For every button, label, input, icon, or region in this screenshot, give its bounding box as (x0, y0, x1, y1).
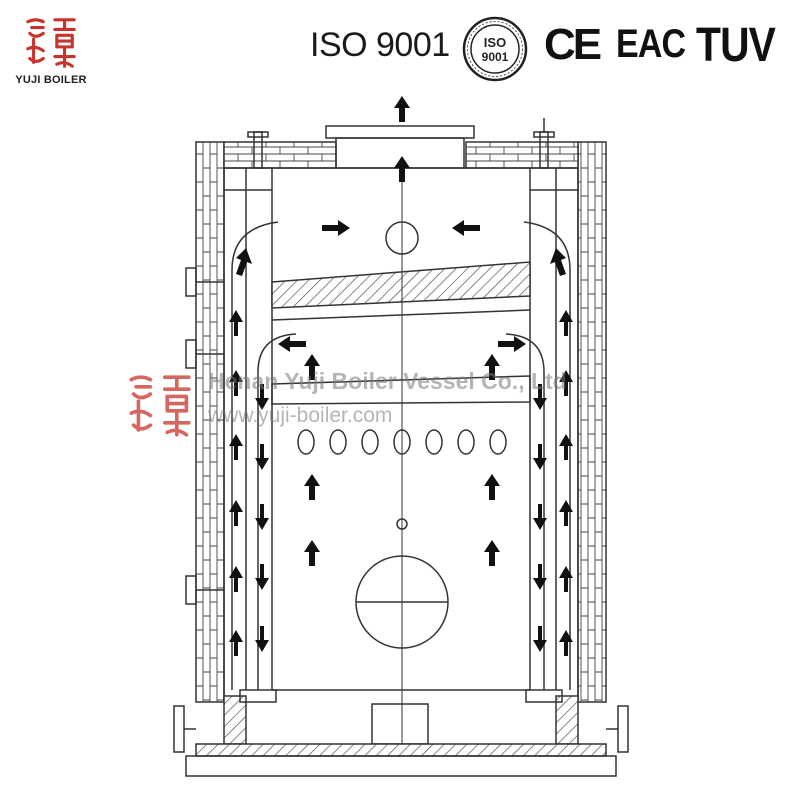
right-arrow-icon (498, 336, 526, 352)
lower-baffle (271, 375, 531, 405)
curved-up-arrow-icon (236, 248, 252, 276)
up-arrow-icon (484, 474, 500, 500)
top-left-brick (223, 141, 337, 169)
right-arrow-icon (322, 220, 350, 236)
up-arrow-icon (304, 474, 320, 500)
up-arrow-icon (484, 354, 500, 380)
logo-text: YUJI BOILER (15, 74, 87, 86)
up-arrow-icon (394, 156, 410, 182)
watermark-seal-icon (129, 375, 191, 437)
eac-mark: EAC (616, 22, 686, 66)
smoke-outlet-flange (325, 125, 475, 139)
watermark-url: www.yuji-boiler.com (208, 404, 393, 427)
iso-seal-inner: ISO (484, 35, 506, 50)
ash-box (371, 703, 429, 745)
right-column-up-arrows (559, 310, 573, 656)
tuv-mark: TUV (696, 19, 776, 72)
right-column-down-arrows (533, 384, 547, 652)
ce-mark: CE (544, 20, 602, 69)
flow-arrows (229, 96, 573, 656)
watermark-company-name: Henan Yuji Boiler Vessel Co., Ltd (208, 368, 567, 394)
left-column-up-arrows (229, 310, 243, 656)
iso-seal-number: 9001 (482, 50, 509, 64)
right-brick-wall (577, 141, 607, 703)
left-arrow-icon (278, 336, 306, 352)
left-brick-wall (195, 141, 225, 703)
boiler-shell (173, 118, 629, 777)
up-arrow-icon (394, 96, 410, 122)
top-right-brick (465, 141, 579, 169)
left-bottom-hatch (223, 695, 247, 745)
left-arrow-icon (452, 220, 480, 236)
left-side-nozzles (185, 267, 224, 605)
burner-tube-row (297, 429, 507, 455)
company-logo: YUJI BOILER (8, 8, 94, 94)
up-arrow-icon (304, 354, 320, 380)
floor-hatch (195, 743, 607, 757)
iso-label: ISO 9001 (310, 26, 450, 64)
base-plate (185, 755, 617, 777)
up-arrow-icon (304, 540, 320, 566)
certification-bar: ISO 9001 ISO 9001 CE EAC TUV (300, 12, 790, 88)
right-bottom-hatch (555, 695, 579, 745)
iso-seal-icon: ISO 9001 (462, 16, 528, 82)
seal-logo-icon (26, 18, 76, 68)
curved-up-arrow-icon (550, 248, 566, 276)
left-column-down-arrows (255, 384, 269, 652)
up-arrow-icon (484, 540, 500, 566)
upper-baffle (271, 261, 531, 309)
